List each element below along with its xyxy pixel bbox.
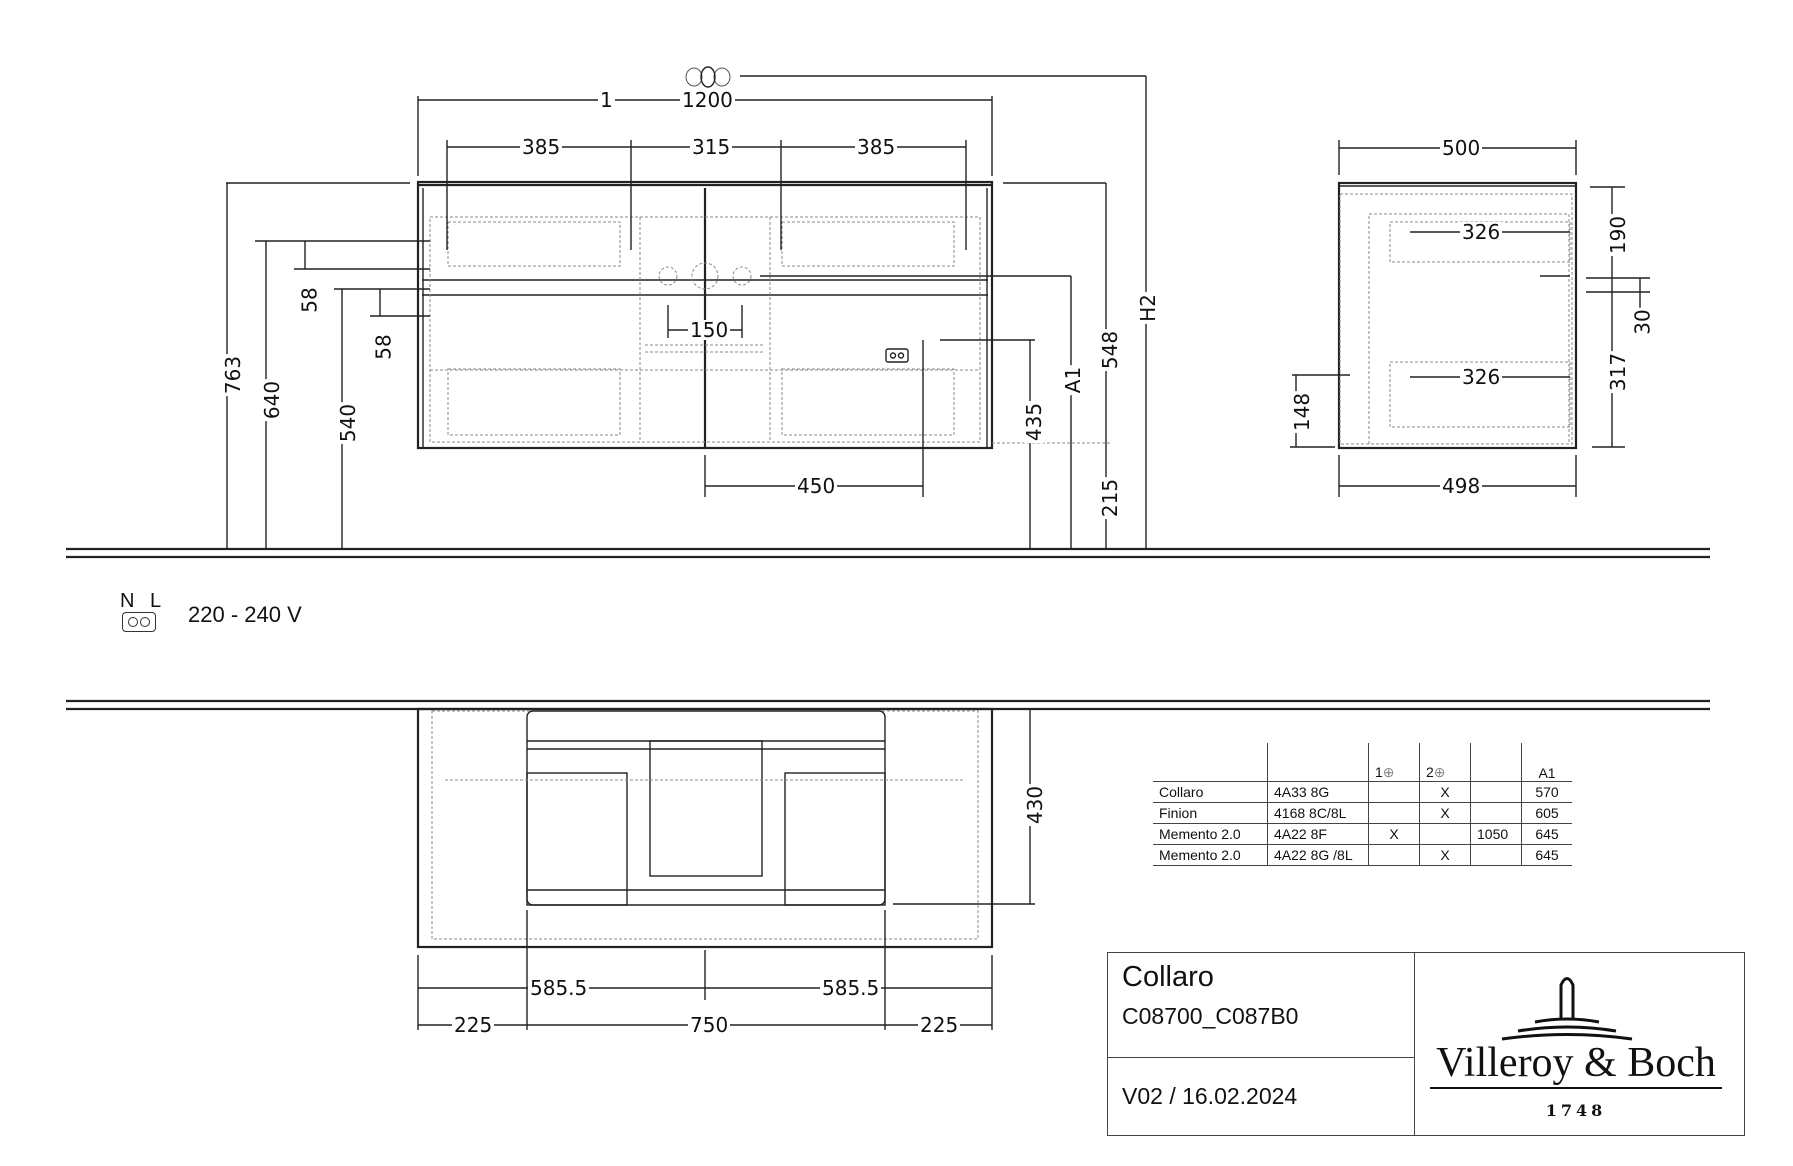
dim-height-215: 215 [1098,476,1123,520]
front-dimension-lines [226,76,1147,549]
dim-half-right: 585.5 [820,976,882,1000]
dim-height-435: 435 [1022,400,1047,444]
brand-logo-text: Villeroy & Boch [1436,1040,1716,1086]
dim-center-spacing: 150 [688,318,731,342]
dim-bottom-right: 225 [918,1013,961,1037]
dim-plan-depth: 430 [1023,783,1048,827]
dim-segment-center: 315 [690,135,733,159]
dim-height-540: 540 [336,401,361,445]
product-name: Collaro [1122,961,1214,993]
dim-socket-offset: 450 [795,474,838,498]
dim-bottom-left: 225 [452,1013,495,1037]
dim-segment-left: 385 [520,135,563,159]
article-number: C08700_C087B0 [1122,1003,1299,1029]
dim-bottom-center: 750 [688,1013,731,1037]
brand-founded-year: 1748 [1545,1101,1607,1120]
dim-drawer-lower: 326 [1460,365,1503,389]
dim-drawer-upper: 326 [1460,220,1503,244]
plan-view-cabinet [416,707,1035,1030]
table-header: 1⊕ 2⊕ A1 [1153,743,1572,782]
dim-height-548: 548 [1098,328,1123,372]
crosshair-icon: ⊕ [1382,764,1395,780]
version-date: V02 / 16.02.2024 [1122,1083,1298,1109]
front-view-cabinet [416,180,994,450]
title-block-info: Collaro C08700_C087B0 V02 / 16.02.2024 [1108,953,1415,1135]
dim-height-763: 763 [221,353,246,397]
dim-height-640: 640 [260,378,285,422]
brand-fountain-icon [1430,977,1722,1089]
header-connection-1: 1⊕ [1368,743,1420,782]
connection-number: 1 [598,88,615,112]
dim-side-148: 148 [1290,390,1315,434]
dim-side-317: 317 [1606,350,1631,394]
dim-side-bottom-depth: 498 [1440,474,1483,498]
dim-H2: H2 [1135,292,1160,324]
dim-side-190: 190 [1606,213,1631,257]
terminal-L: L [150,590,162,612]
side-view-cabinet [1290,140,1650,497]
dim-58-lower: 58 [371,332,396,362]
wall-line-top [66,547,1710,559]
header-connection-2: 2⊕ [1419,743,1471,782]
dim-side-30: 30 [1630,307,1655,337]
title-block: Collaro C08700_C087B0 V02 / 16.02.2024 V… [1107,952,1745,1136]
dim-A1: A1 [1061,364,1086,396]
crosshair-icon: ⊕ [1433,764,1446,780]
dim-half-left: 585.5 [528,976,590,1000]
dim-side-top-depth: 500 [1440,136,1483,160]
connection-symbol-1 [685,66,1146,88]
dim-58-upper: 58 [297,285,322,315]
voltage-label: 220 - 240 V [188,602,302,627]
dim-segment-right: 385 [855,135,898,159]
dim-overall-width: 1200 [680,88,735,112]
wall-line-bottom [66,699,1710,711]
terminal-N: N [120,590,135,612]
socket-icon [122,612,156,632]
